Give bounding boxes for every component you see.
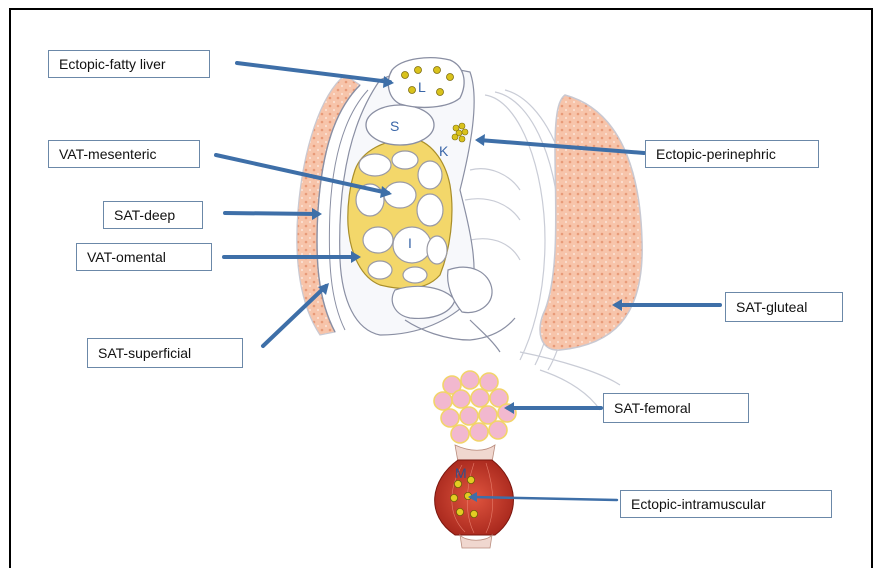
label-vat-mesenteric: VAT-mesenteric <box>48 140 200 168</box>
arrow-fatty-liver <box>237 63 390 82</box>
liver-letter: L <box>418 79 426 95</box>
label-sat-femoral: SAT-femoral <box>603 393 749 423</box>
label-sat-superficial: SAT-superficial <box>87 338 243 368</box>
kidney-letter: K <box>439 143 449 159</box>
liver <box>388 58 464 108</box>
label-ectopic-fatty-liver: Ectopic-fatty liver <box>48 50 210 78</box>
stomach-letter: S <box>390 118 399 134</box>
intestine-letter: I <box>408 235 412 251</box>
stomach <box>366 105 434 145</box>
label-sat-gluteal: SAT-gluteal <box>725 292 843 322</box>
label-sat-deep: SAT-deep <box>103 201 203 229</box>
label-vat-omental: VAT-omental <box>76 243 212 271</box>
sat-gluteal-region <box>540 95 642 350</box>
label-ectopic-intramuscular: Ectopic-intramuscular <box>620 490 832 518</box>
muscle-letter: M <box>455 465 467 481</box>
arrow-sat-deep <box>225 213 318 214</box>
label-ectopic-perinephric: Ectopic-perinephric <box>645 140 819 168</box>
femoral-fat-cluster <box>434 371 516 443</box>
